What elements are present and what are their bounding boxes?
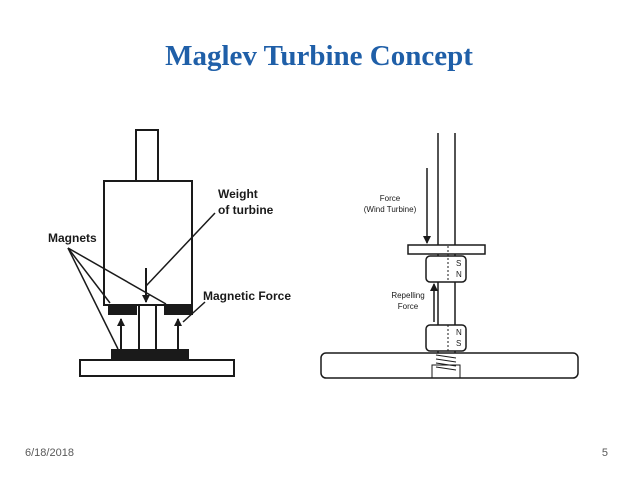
- label-force-line1: Force: [380, 194, 401, 203]
- upper-magnet-bottom-pole: N: [456, 270, 462, 279]
- left-rotor-magnet: [108, 304, 137, 315]
- right-rotor-magnet: [164, 304, 193, 315]
- label-force-line2: (Wind Turbine): [364, 205, 417, 214]
- turbine-body: [103, 180, 193, 306]
- turbine-shaft: [135, 129, 159, 183]
- left-turbine-diagram: [67, 129, 235, 377]
- label-repelling-line2: Force: [398, 302, 419, 311]
- slide-date: 6/18/2018: [25, 447, 74, 459]
- magnetic-force-leader-line: [182, 301, 206, 323]
- weight-leader-line: [145, 212, 216, 287]
- upper-magnet-top-pole: S: [456, 259, 461, 268]
- label-magnetic-force: Magnetic Force: [203, 289, 291, 303]
- magnets-leader-line-2: [67, 247, 167, 305]
- right-turbine-diagram: [320, 133, 579, 379]
- turbine-disk: [407, 244, 486, 255]
- slide-title: Maglev Turbine Concept: [165, 40, 473, 72]
- lower-magnet: [425, 324, 467, 352]
- label-weight-line2: of turbine: [218, 203, 274, 217]
- support-stem: [138, 304, 157, 351]
- base-magnet: [111, 349, 189, 361]
- label-weight-line1: Weight: [218, 187, 258, 201]
- label-repelling-line1: Repelling: [391, 291, 424, 300]
- base-plate: [79, 359, 235, 377]
- upper-magnet: [425, 255, 467, 283]
- slide-page-number: 5: [601, 447, 608, 459]
- bearing-spring: [435, 354, 457, 371]
- magnets-leader-line-1: [67, 247, 111, 304]
- bearing-bracket: [431, 364, 461, 379]
- lower-magnet-top-pole: N: [456, 328, 462, 337]
- magnets-leader-line-3: [67, 247, 119, 350]
- lower-magnet-bottom-pole: S: [456, 339, 461, 348]
- label-magnets: Magnets: [48, 231, 97, 245]
